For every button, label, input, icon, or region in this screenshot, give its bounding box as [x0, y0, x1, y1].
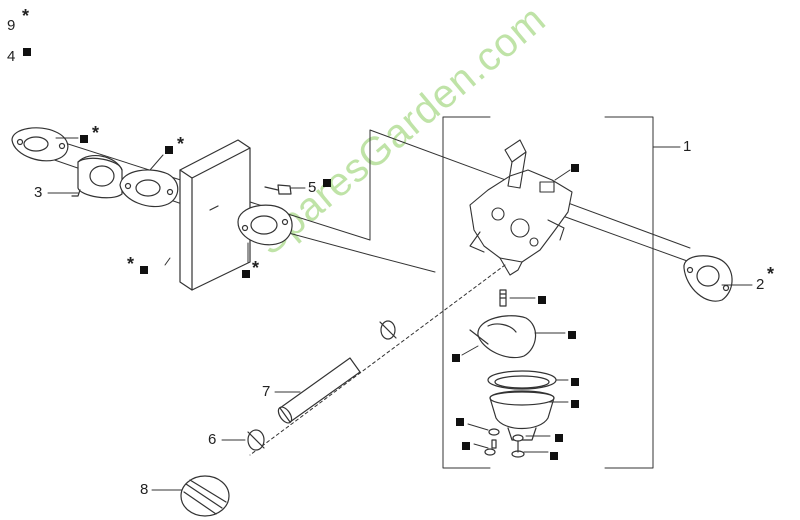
leader-line-drain-screw — [473, 443, 489, 449]
legend-star-symbol: * — [22, 6, 30, 26]
heat-shield-plate — [179, 139, 251, 291]
callout-7: 7 — [262, 383, 271, 400]
float — [469, 315, 537, 359]
leader-line-washer — [467, 423, 489, 431]
spacer-part-3 — [71, 154, 123, 199]
leader-line-float-pin — [461, 345, 479, 356]
callout-8: 8 — [140, 481, 149, 498]
leader-line-plate — [164, 257, 171, 266]
axis-line — [559, 214, 691, 263]
marker-square — [571, 376, 579, 388]
marker-square — [550, 450, 558, 462]
fuel-filter-part-8 — [180, 475, 230, 517]
marker-square — [538, 294, 546, 306]
callout-2: 2 — [756, 276, 765, 293]
assembly-bracket — [604, 116, 654, 469]
callout-6: 6 — [208, 431, 217, 448]
pin-small — [499, 289, 507, 307]
marker-star: * — [177, 134, 185, 154]
drain-screw — [484, 428, 500, 456]
callout-1: 1 — [683, 138, 692, 155]
fuel-line-path — [249, 264, 506, 456]
marker-square — [80, 133, 88, 145]
float-bowl — [489, 390, 555, 441]
marker-square — [555, 432, 563, 444]
legend-square-symbol — [23, 46, 31, 58]
marker-square — [456, 416, 464, 428]
callout-5: 5 — [308, 179, 317, 196]
marker-star: * — [252, 258, 260, 278]
gasket-lower — [237, 204, 293, 246]
clip-upper — [379, 320, 397, 340]
bowl-bolt — [511, 434, 525, 458]
o-ring — [487, 370, 557, 390]
marker-square — [568, 329, 576, 341]
axis-line — [369, 129, 691, 249]
legend-number-4: 4 — [7, 48, 16, 65]
marker-star: * — [767, 264, 775, 284]
marker-square — [462, 440, 470, 452]
clip-part-6 — [247, 429, 265, 451]
marker-square — [165, 144, 173, 156]
gasket-left — [11, 127, 69, 162]
marker-square — [323, 177, 331, 189]
marker-star: * — [92, 123, 100, 143]
gasket-middle — [119, 169, 179, 208]
legend-number-9: 9 — [7, 17, 16, 34]
marker-square — [571, 162, 579, 174]
marker-square — [140, 264, 148, 276]
carburetor-part-1 — [469, 139, 573, 276]
callout-3: 3 — [34, 184, 43, 201]
marker-square — [452, 352, 460, 364]
leader-line-gasket-middle — [149, 154, 164, 171]
leader-line-carburetor — [554, 169, 571, 181]
fuel-hose-part-7 — [277, 357, 361, 424]
marker-square — [571, 398, 579, 410]
marker-star: * — [127, 254, 135, 274]
marker-square — [242, 268, 250, 280]
gasket-part-2 — [683, 255, 733, 302]
axis-line — [369, 254, 436, 273]
assembly-bracket — [442, 116, 491, 469]
screw-part-5 — [264, 184, 292, 195]
